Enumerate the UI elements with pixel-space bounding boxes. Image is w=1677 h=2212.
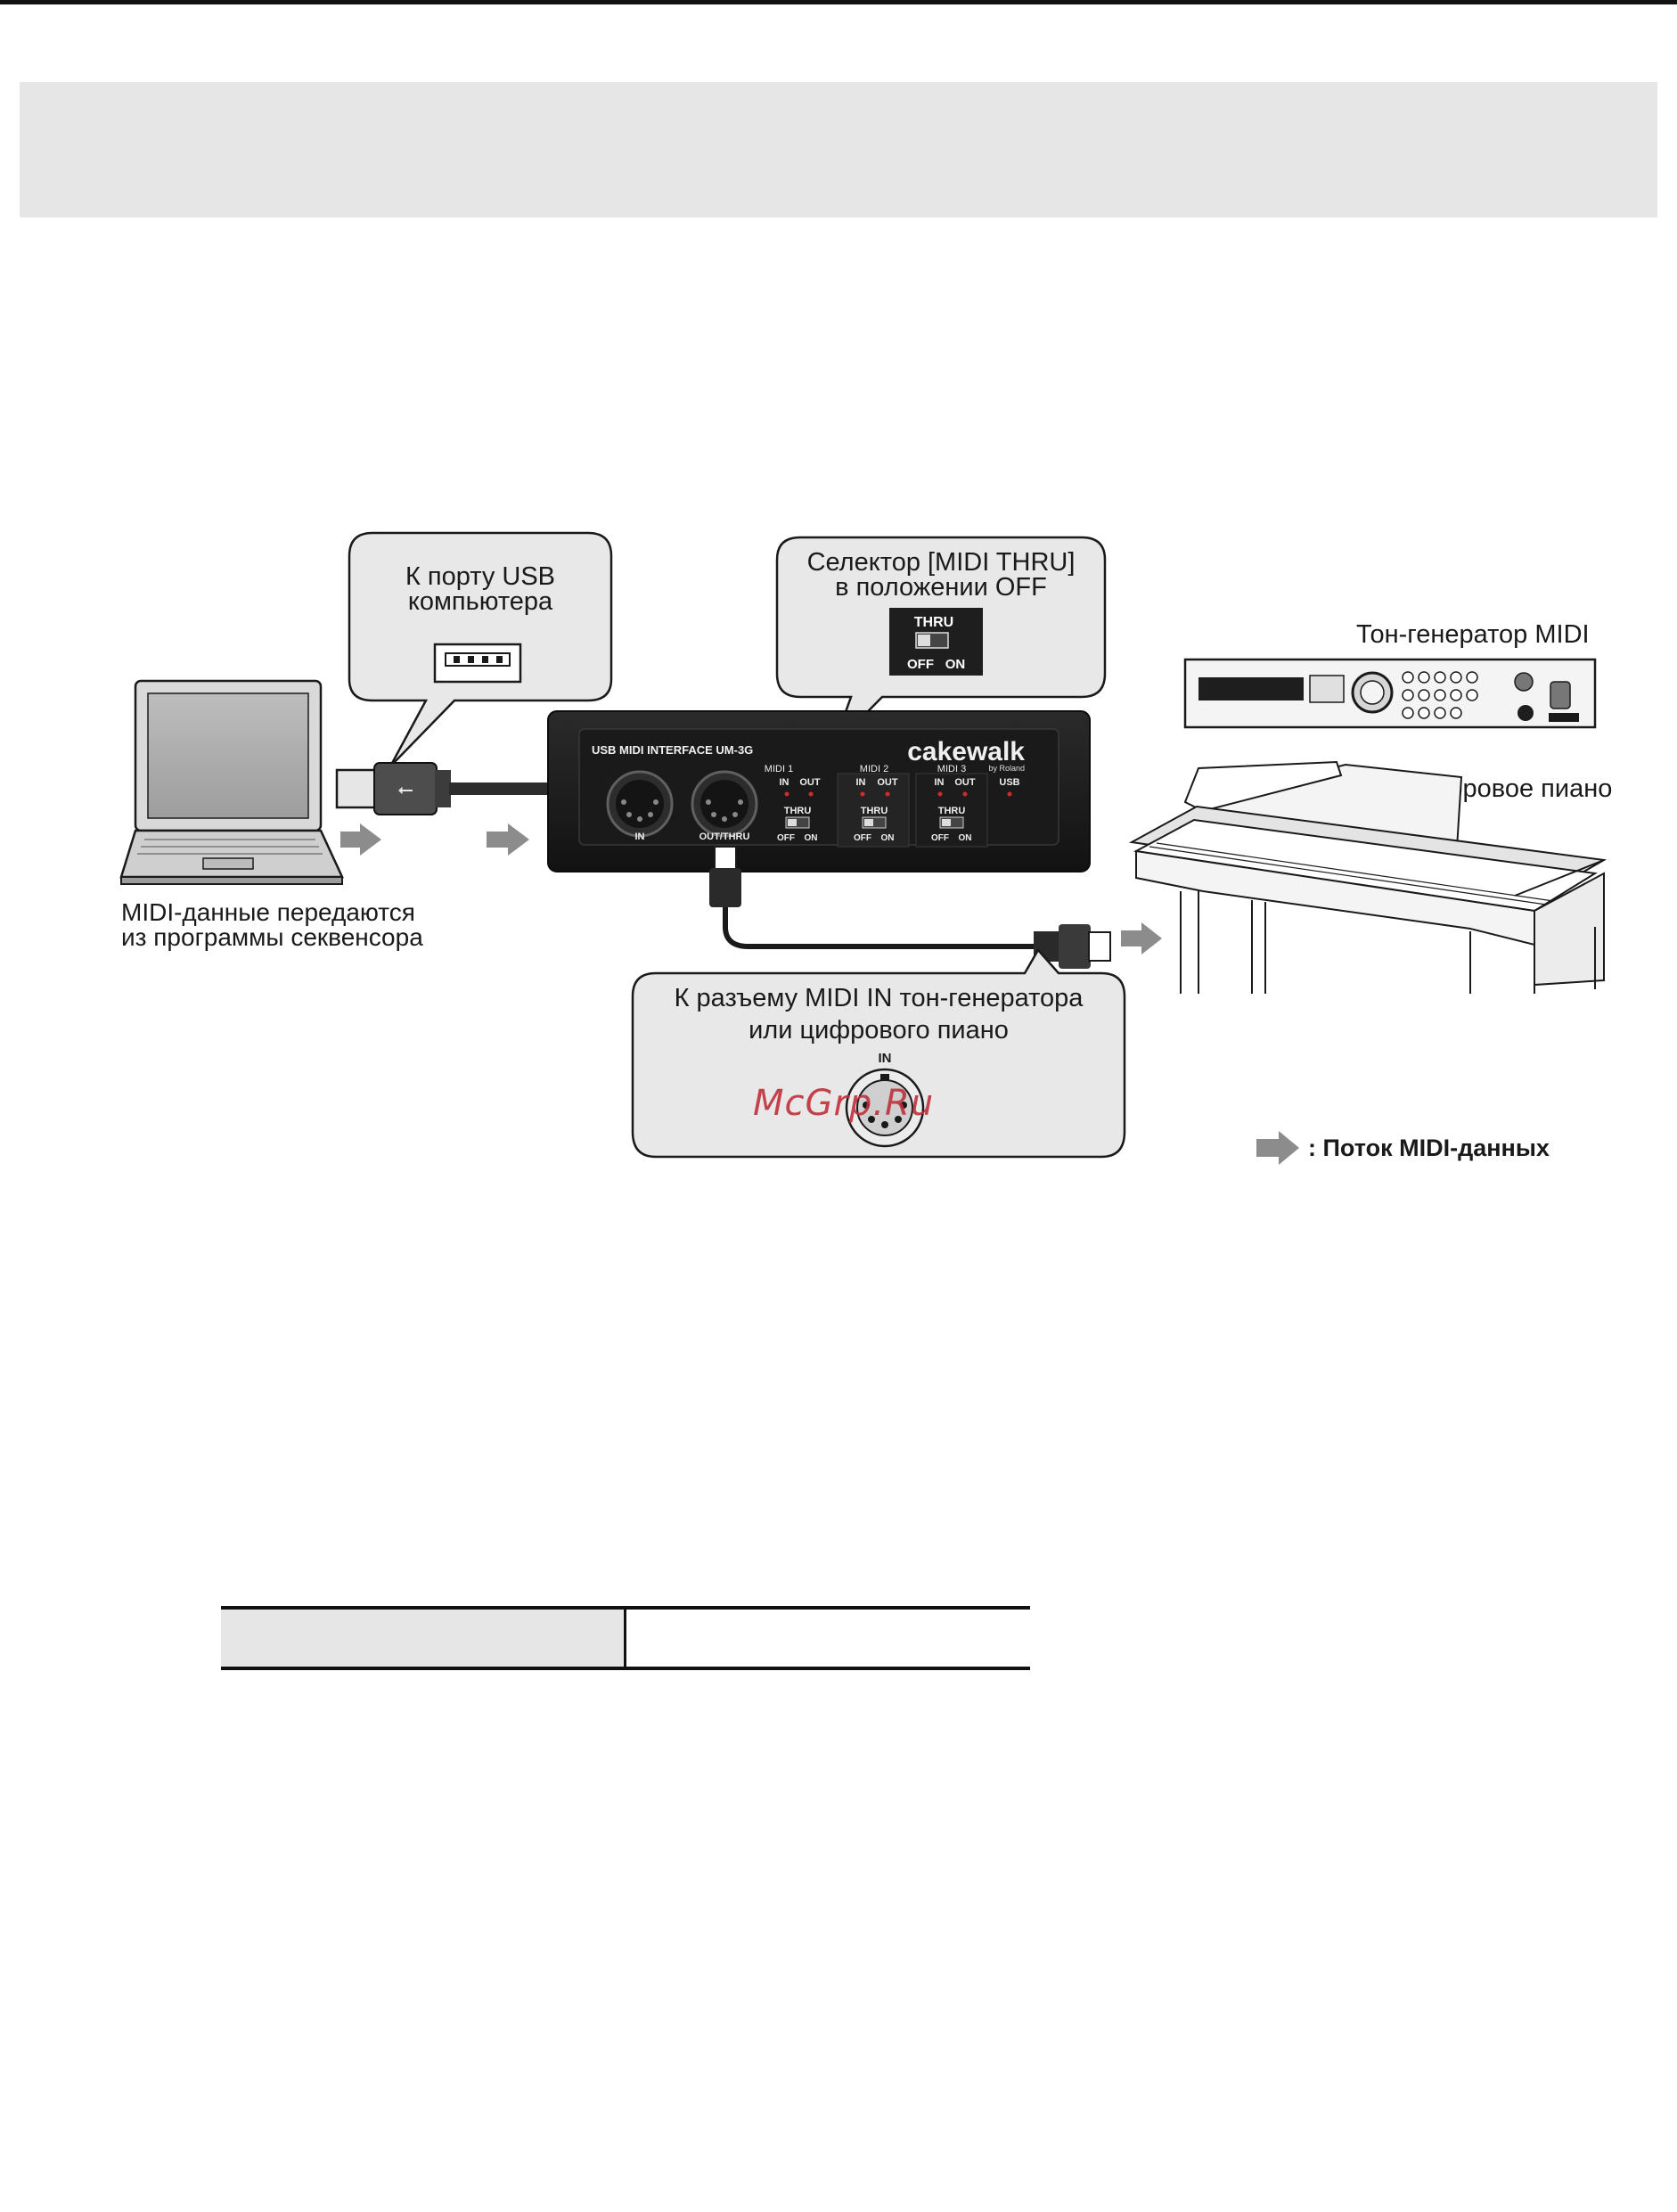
- svg-text:OUT: OUT: [954, 777, 976, 788]
- midi-in-jack-label: IN: [879, 1051, 892, 1066]
- svg-text:OFF: OFF: [777, 833, 795, 843]
- svg-text:OUT/THRU: OUT/THRU: [699, 832, 750, 842]
- svg-text:THRU: THRU: [784, 806, 812, 816]
- flow-arrow-3: [1121, 922, 1162, 954]
- usb-callout-line1: К порту USB: [405, 562, 555, 591]
- svg-text:MIDI 3: MIDI 3: [937, 764, 966, 774]
- laptop-caption-line1: MIDI-данные передаются: [121, 898, 415, 926]
- usb-midi-interface: USB MIDI INTERFACE UM-3G cakewalk by Rol…: [547, 710, 1091, 873]
- midi-in-callout-line2: или цифрового пиано: [749, 1016, 1009, 1045]
- usb-port-icon: [433, 643, 522, 684]
- midi-in-callout-line1: К разъему MIDI IN тон-генератора: [675, 984, 1084, 1012]
- svg-text:THRU: THRU: [914, 615, 953, 630]
- thru-switch-icon: THRU OFF ON: [889, 608, 983, 676]
- midi-in-jack: [606, 770, 674, 838]
- midi-in-callout: К разъему MIDI IN тон-генератора или циф…: [631, 947, 1126, 1159]
- svg-text:MIDI 2: MIDI 2: [860, 764, 888, 774]
- laptop-caption-line2: из программы секвенсора: [121, 923, 423, 951]
- svg-text:IN: IN: [780, 777, 789, 788]
- midi-port-2: MIDI 2 IN OUT THRU OFF ON: [854, 764, 898, 843]
- legend-arrow-icon: [1256, 1131, 1299, 1165]
- svg-text:MIDI 1: MIDI 1: [765, 764, 793, 774]
- midi-out-thru-jack: [691, 770, 758, 838]
- table-top-rule: [221, 1606, 1030, 1610]
- midi-in-socket-icon: [845, 1068, 925, 1148]
- svg-text:ON: ON: [881, 833, 895, 843]
- selector-callout: Селектор [MIDI THRU] в положении OFF THR…: [775, 536, 1107, 748]
- laptop-icon: [119, 679, 344, 885]
- midi-port-1: MIDI 1 IN OUT THRU OFF ON: [765, 764, 821, 843]
- midi-port-3: MIDI 3 IN OUT THRU OFF ON: [931, 764, 976, 843]
- selector-callout-line1: Селектор [MIDI THRU]: [807, 548, 1076, 577]
- usb-cable: ⭠: [335, 762, 551, 815]
- table-divider: [624, 1610, 626, 1667]
- tone-generator-label: Тон-генератор MIDI: [1356, 620, 1590, 649]
- top-rule: [0, 0, 1677, 4]
- svg-text:ON: ON: [959, 833, 972, 843]
- svg-text:OFF: OFF: [854, 833, 871, 843]
- interface-model-label: USB MIDI INTERFACE UM-3G: [592, 743, 753, 757]
- midi-cable: [709, 846, 1111, 969]
- svg-text:ON: ON: [945, 657, 966, 672]
- svg-text:by Roland: by Roland: [988, 764, 1025, 773]
- interface-brand: cakewalk: [907, 737, 1025, 766]
- usb-port-callout: К порту USB компьютера: [348, 531, 613, 767]
- svg-text:IN: IN: [935, 777, 945, 788]
- svg-text:OFF: OFF: [931, 833, 949, 843]
- svg-text:OUT: OUT: [799, 777, 821, 788]
- info-table: [221, 1606, 1030, 1670]
- table-bottom-rule: [221, 1667, 1030, 1670]
- flow-arrow-1: [340, 823, 381, 856]
- flow-arrow-2: [487, 823, 529, 856]
- svg-text:OFF: OFF: [907, 657, 934, 672]
- table-header-cell: [221, 1610, 624, 1667]
- header-band: [20, 82, 1657, 217]
- usb-callout-line2: компьютера: [408, 587, 553, 616]
- svg-text:ON: ON: [805, 833, 818, 843]
- tone-generator-icon: [1183, 658, 1597, 729]
- svg-text:THRU: THRU: [938, 806, 966, 816]
- watermark: McGrp.Ru: [753, 1083, 935, 1124]
- svg-text:THRU: THRU: [861, 806, 888, 816]
- svg-text:⭠: ⭠: [397, 779, 413, 801]
- svg-text:USB: USB: [999, 777, 1019, 788]
- selector-callout-line2: в положении OFF: [835, 573, 1047, 602]
- svg-text:IN: IN: [856, 777, 866, 788]
- svg-text:OUT: OUT: [877, 777, 898, 788]
- legend-label: : Поток MIDI-данных: [1308, 1135, 1550, 1161]
- digital-piano-icon: [1128, 760, 1607, 994]
- svg-text:IN: IN: [635, 832, 645, 842]
